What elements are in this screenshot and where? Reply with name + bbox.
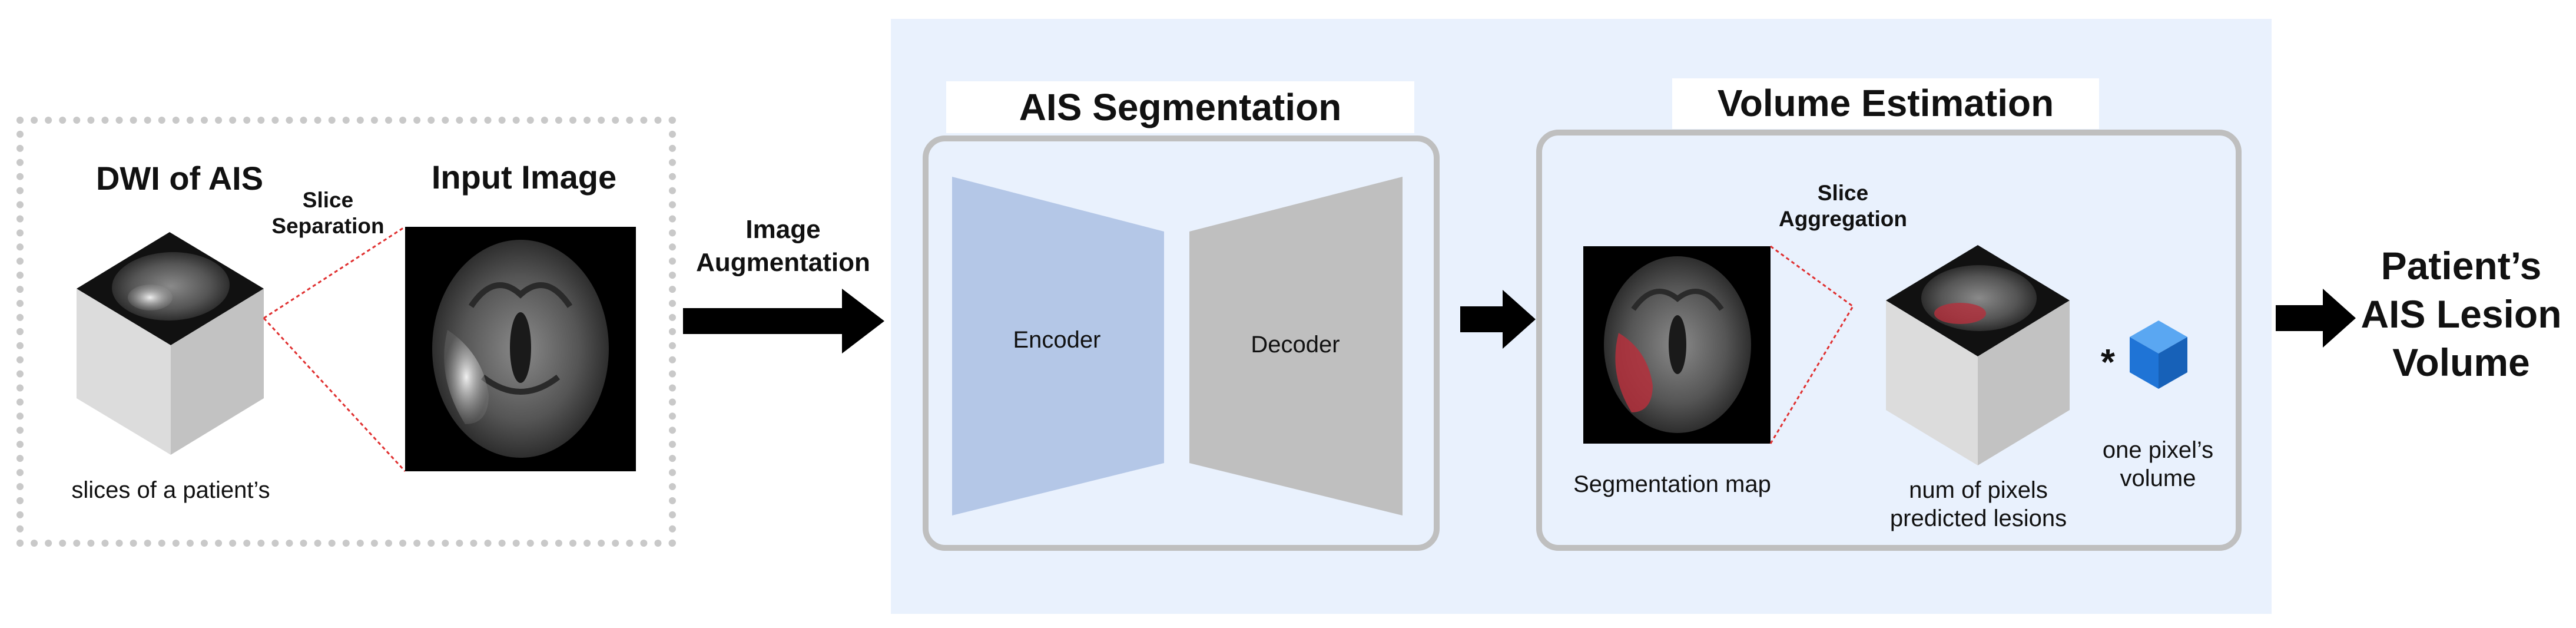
- result-line2: AIS Lesion: [2360, 292, 2562, 336]
- aggregated-slices-cube: [1886, 245, 2070, 465]
- slice-aggregation-line2: Aggregation: [1779, 207, 1907, 231]
- segmentation-title: AIS Segmentation: [1019, 86, 1342, 128]
- num-pixels-caption: num of pixels predicted lesions: [1872, 476, 2084, 533]
- pixel-volume-line1: one pixel’s: [2102, 437, 2214, 463]
- slices-cube-graphic: [77, 226, 636, 472]
- result-line3: Volume: [2392, 341, 2530, 384]
- slice-separation-label: Slice Separation: [266, 187, 390, 239]
- segmentation-map-caption: Segmentation map: [1573, 471, 1771, 497]
- aggregation-connector-bottom: [1769, 306, 1854, 444]
- slice-separation-line1: Slice: [302, 188, 354, 212]
- encoder-block: [952, 177, 1164, 515]
- encoder-decoder-graphic: [952, 177, 1403, 515]
- decoder-block: [1189, 177, 1403, 515]
- image-augmentation-label: Image Augmentation: [677, 213, 889, 279]
- input-image-title: Input Image: [431, 158, 617, 196]
- pixel-volume-cube-icon: [2130, 320, 2187, 389]
- lesion-highlight: [444, 330, 489, 424]
- num-pixels-line2: predicted lesions: [1889, 505, 2067, 531]
- aggregation-connector-top: [1770, 245, 1854, 308]
- pixel-volume-line2: volume: [2120, 465, 2196, 491]
- slices-caption: slices of a patient’s: [71, 477, 270, 503]
- dwi-title: DWI of AIS: [95, 160, 264, 197]
- segmentation-title-strip: [946, 81, 1414, 133]
- input-mri-image: [405, 227, 636, 471]
- segmentation-map-image: [1583, 246, 1771, 444]
- image-augmentation-line1: Image: [745, 215, 821, 244]
- separation-connector-top: [263, 226, 406, 319]
- slice-separation-line2: Separation: [271, 214, 384, 238]
- volume-estimation-title: Volume Estimation: [1717, 82, 2054, 124]
- segmentation-to-volume-arrow: [1460, 290, 1536, 349]
- result-label: Patient’s AIS Lesion Volume: [2349, 242, 2573, 386]
- image-augmentation-line2: Augmentation: [696, 248, 870, 277]
- multiply-symbol: *: [2100, 342, 2116, 383]
- pixel-volume-caption: one pixel’s volume: [2084, 436, 2232, 493]
- slice-aggregation-label: Slice Aggregation: [1772, 180, 1914, 232]
- lesion-mask: [1615, 333, 1653, 412]
- result-line1: Patient’s: [2381, 244, 2542, 287]
- num-pixels-line1: num of pixels: [1909, 477, 2048, 503]
- dwi-input-panel: [16, 117, 676, 547]
- slice-aggregation-line1: Slice: [1817, 181, 1869, 205]
- separation-connector-bottom: [263, 317, 406, 472]
- augmentation-arrow: [683, 289, 884, 353]
- result-arrow: [2276, 289, 2356, 348]
- encoder-label: Encoder: [1013, 327, 1101, 353]
- volume-title-strip: [1672, 78, 2099, 129]
- decoder-label: Decoder: [1251, 332, 1340, 358]
- slice-stack-cube: [77, 232, 264, 455]
- volume-estimation-graphic: [1583, 245, 2187, 465]
